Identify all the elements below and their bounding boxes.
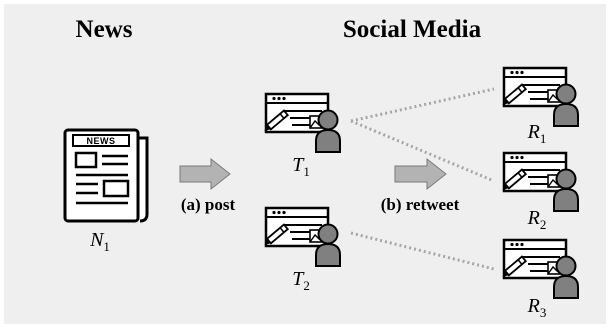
post-arrow (179, 157, 231, 191)
post-user-icon-t1 (261, 92, 342, 154)
post-arrow-label: (a) post (181, 195, 236, 214)
social-media-header: Social Media (343, 16, 482, 43)
node-label-r2: R2 (527, 207, 547, 232)
connector-t1-r2 (350, 119, 495, 183)
node-label-n1: N1 (89, 229, 110, 254)
node-label-t1: T1 (292, 154, 310, 179)
retweet-arrow (394, 157, 447, 191)
newspaper-masthead: NEWS (87, 136, 116, 146)
post-user-icon-t2 (261, 206, 342, 268)
connector-t2-r3 (350, 231, 495, 271)
retweet-arrow-label: (b) retweet (381, 195, 460, 214)
post-user-icon-r1 (499, 66, 580, 128)
newspaper-icon: NEWS (63, 128, 149, 223)
node-label-t2: T2 (292, 268, 310, 293)
news-header: News (76, 16, 133, 43)
connector-t1-r1 (350, 87, 495, 123)
node-label-r1: R1 (527, 121, 547, 146)
node-label-r3: R3 (527, 295, 547, 320)
post-user-icon-r3 (499, 238, 580, 300)
post-user-icon-r2 (499, 151, 580, 213)
